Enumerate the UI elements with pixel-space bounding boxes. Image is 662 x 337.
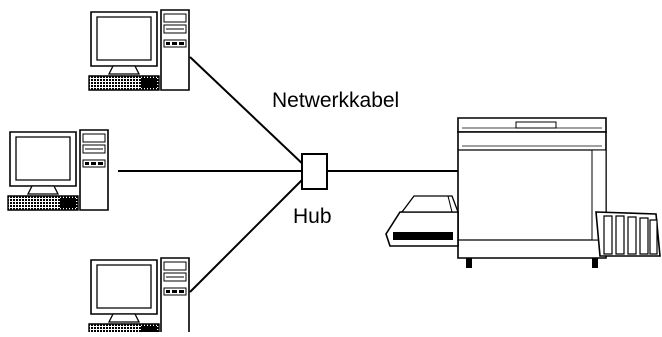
cable-top-computer <box>190 57 307 168</box>
hub-icon <box>302 154 327 189</box>
network-cables <box>118 57 458 292</box>
printer-icon <box>386 118 660 268</box>
cable-bottom-computer <box>190 175 307 292</box>
computer-top-icon <box>88 9 190 91</box>
network-cable-label: Netwerkkabel <box>272 89 400 112</box>
computer-middle-icon <box>7 129 109 211</box>
hub-label: Hub <box>293 205 332 228</box>
computer-bottom-icon <box>88 257 190 337</box>
